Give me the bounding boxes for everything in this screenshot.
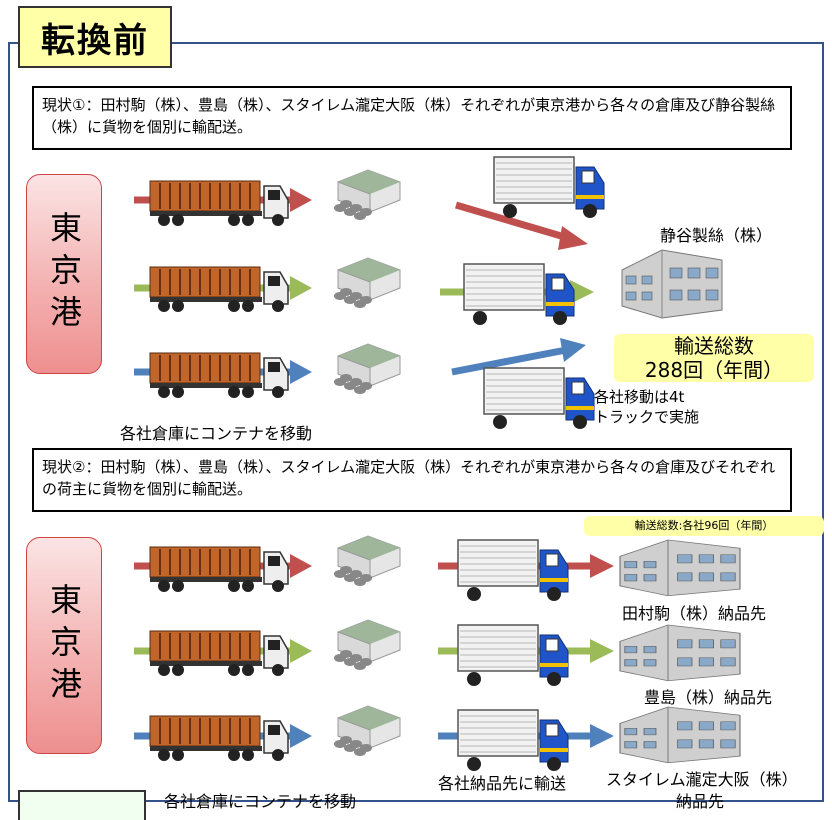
- status-text-2: 現状②：田村駒（株）、豊島（株）、スタイレム瀧定大阪（株）それぞれが東京港から各…: [42, 458, 776, 498]
- dest-label-2: 豊島（株）納品先: [644, 688, 773, 707]
- destination-label: 静谷製絲（株）: [660, 226, 773, 245]
- arrow-icon: [290, 360, 312, 384]
- container-truck-icon: [149, 715, 289, 762]
- page-title: 転換前: [18, 6, 172, 68]
- port-label-1: 東京港: [45, 211, 83, 337]
- container-truck-icon: [149, 180, 289, 227]
- arrow-icon: [290, 276, 312, 300]
- factory-icon: [621, 249, 723, 319]
- factory-icon: [619, 539, 741, 597]
- arrow-icon: [590, 724, 614, 748]
- box-truck-icon: [457, 709, 569, 772]
- container-truck-icon: [149, 546, 289, 593]
- box-truck-icon: [493, 156, 605, 219]
- warehouse-icon: [333, 169, 401, 221]
- arrow-icon: [590, 639, 614, 663]
- status-box-2: 現状②：田村駒（株）、豊島（株）、スタイレム瀧定大阪（株）それぞれが東京港から各…: [32, 448, 792, 512]
- total-note-2: 輸送総数:各社96回（年間）: [584, 516, 824, 536]
- arrow-icon: [290, 554, 312, 578]
- arrow-icon: [290, 639, 312, 663]
- box-truck-icon: [457, 624, 569, 687]
- container-truck-icon: [149, 352, 289, 399]
- warehouse-icon: [333, 257, 401, 309]
- warehouse-icon: [333, 705, 401, 757]
- factory-icon: [619, 624, 741, 682]
- truck-note-line1: 各社移動は4t: [594, 388, 685, 406]
- port-box-1: 東京港: [26, 174, 102, 374]
- arrow-icon: [558, 226, 588, 250]
- arrow-icon: [560, 338, 586, 362]
- arrow-icon: [451, 346, 567, 376]
- next-section-tab: [18, 790, 146, 820]
- dest-label-1: 田村駒（株）納品先: [622, 604, 767, 623]
- port-label-2: 東京港: [45, 582, 83, 709]
- container-truck-icon: [149, 266, 289, 313]
- arrow-icon: [290, 724, 312, 748]
- container-truck-icon: [149, 630, 289, 677]
- arrow-icon: [590, 554, 614, 578]
- box-truck-icon: [457, 539, 569, 602]
- port-box-2: 東京港: [26, 537, 102, 754]
- warehouse-caption-2: 各社倉庫にコンテナを移動: [164, 792, 357, 811]
- warehouse-icon: [333, 343, 401, 395]
- box-truck-icon: [483, 367, 595, 430]
- truck-note-line2: トラックで実施: [594, 408, 700, 426]
- box-truck-icon: [463, 263, 575, 326]
- arrow-icon: [455, 201, 569, 242]
- warehouse-icon: [333, 535, 401, 587]
- delivery-caption: 各社納品先に輸送: [438, 774, 567, 793]
- status-text-1: 現状①：田村駒（株）、豊島（株）、スタイレム瀧定大阪（株）それぞれが東京港から各…: [42, 96, 776, 136]
- total-value: 288回（年間）: [644, 358, 784, 382]
- factory-icon: [619, 706, 741, 764]
- total-badge-1: 輸送総数 288回（年間）: [614, 334, 814, 382]
- dest-label-3-line1: スタイレム瀧定大阪（株）: [606, 770, 798, 789]
- warehouse-icon: [333, 619, 401, 671]
- warehouse-caption-1: 各社倉庫にコンテナを移動: [120, 424, 313, 443]
- total-label: 輸送総数: [674, 334, 754, 358]
- status-box-1: 現状①：田村駒（株）、豊島（株）、スタイレム瀧定大阪（株）それぞれが東京港から各…: [32, 86, 792, 150]
- arrow-icon: [570, 280, 594, 304]
- arrow-icon: [290, 188, 312, 212]
- dest-label-3-line2: 納品先: [676, 792, 725, 811]
